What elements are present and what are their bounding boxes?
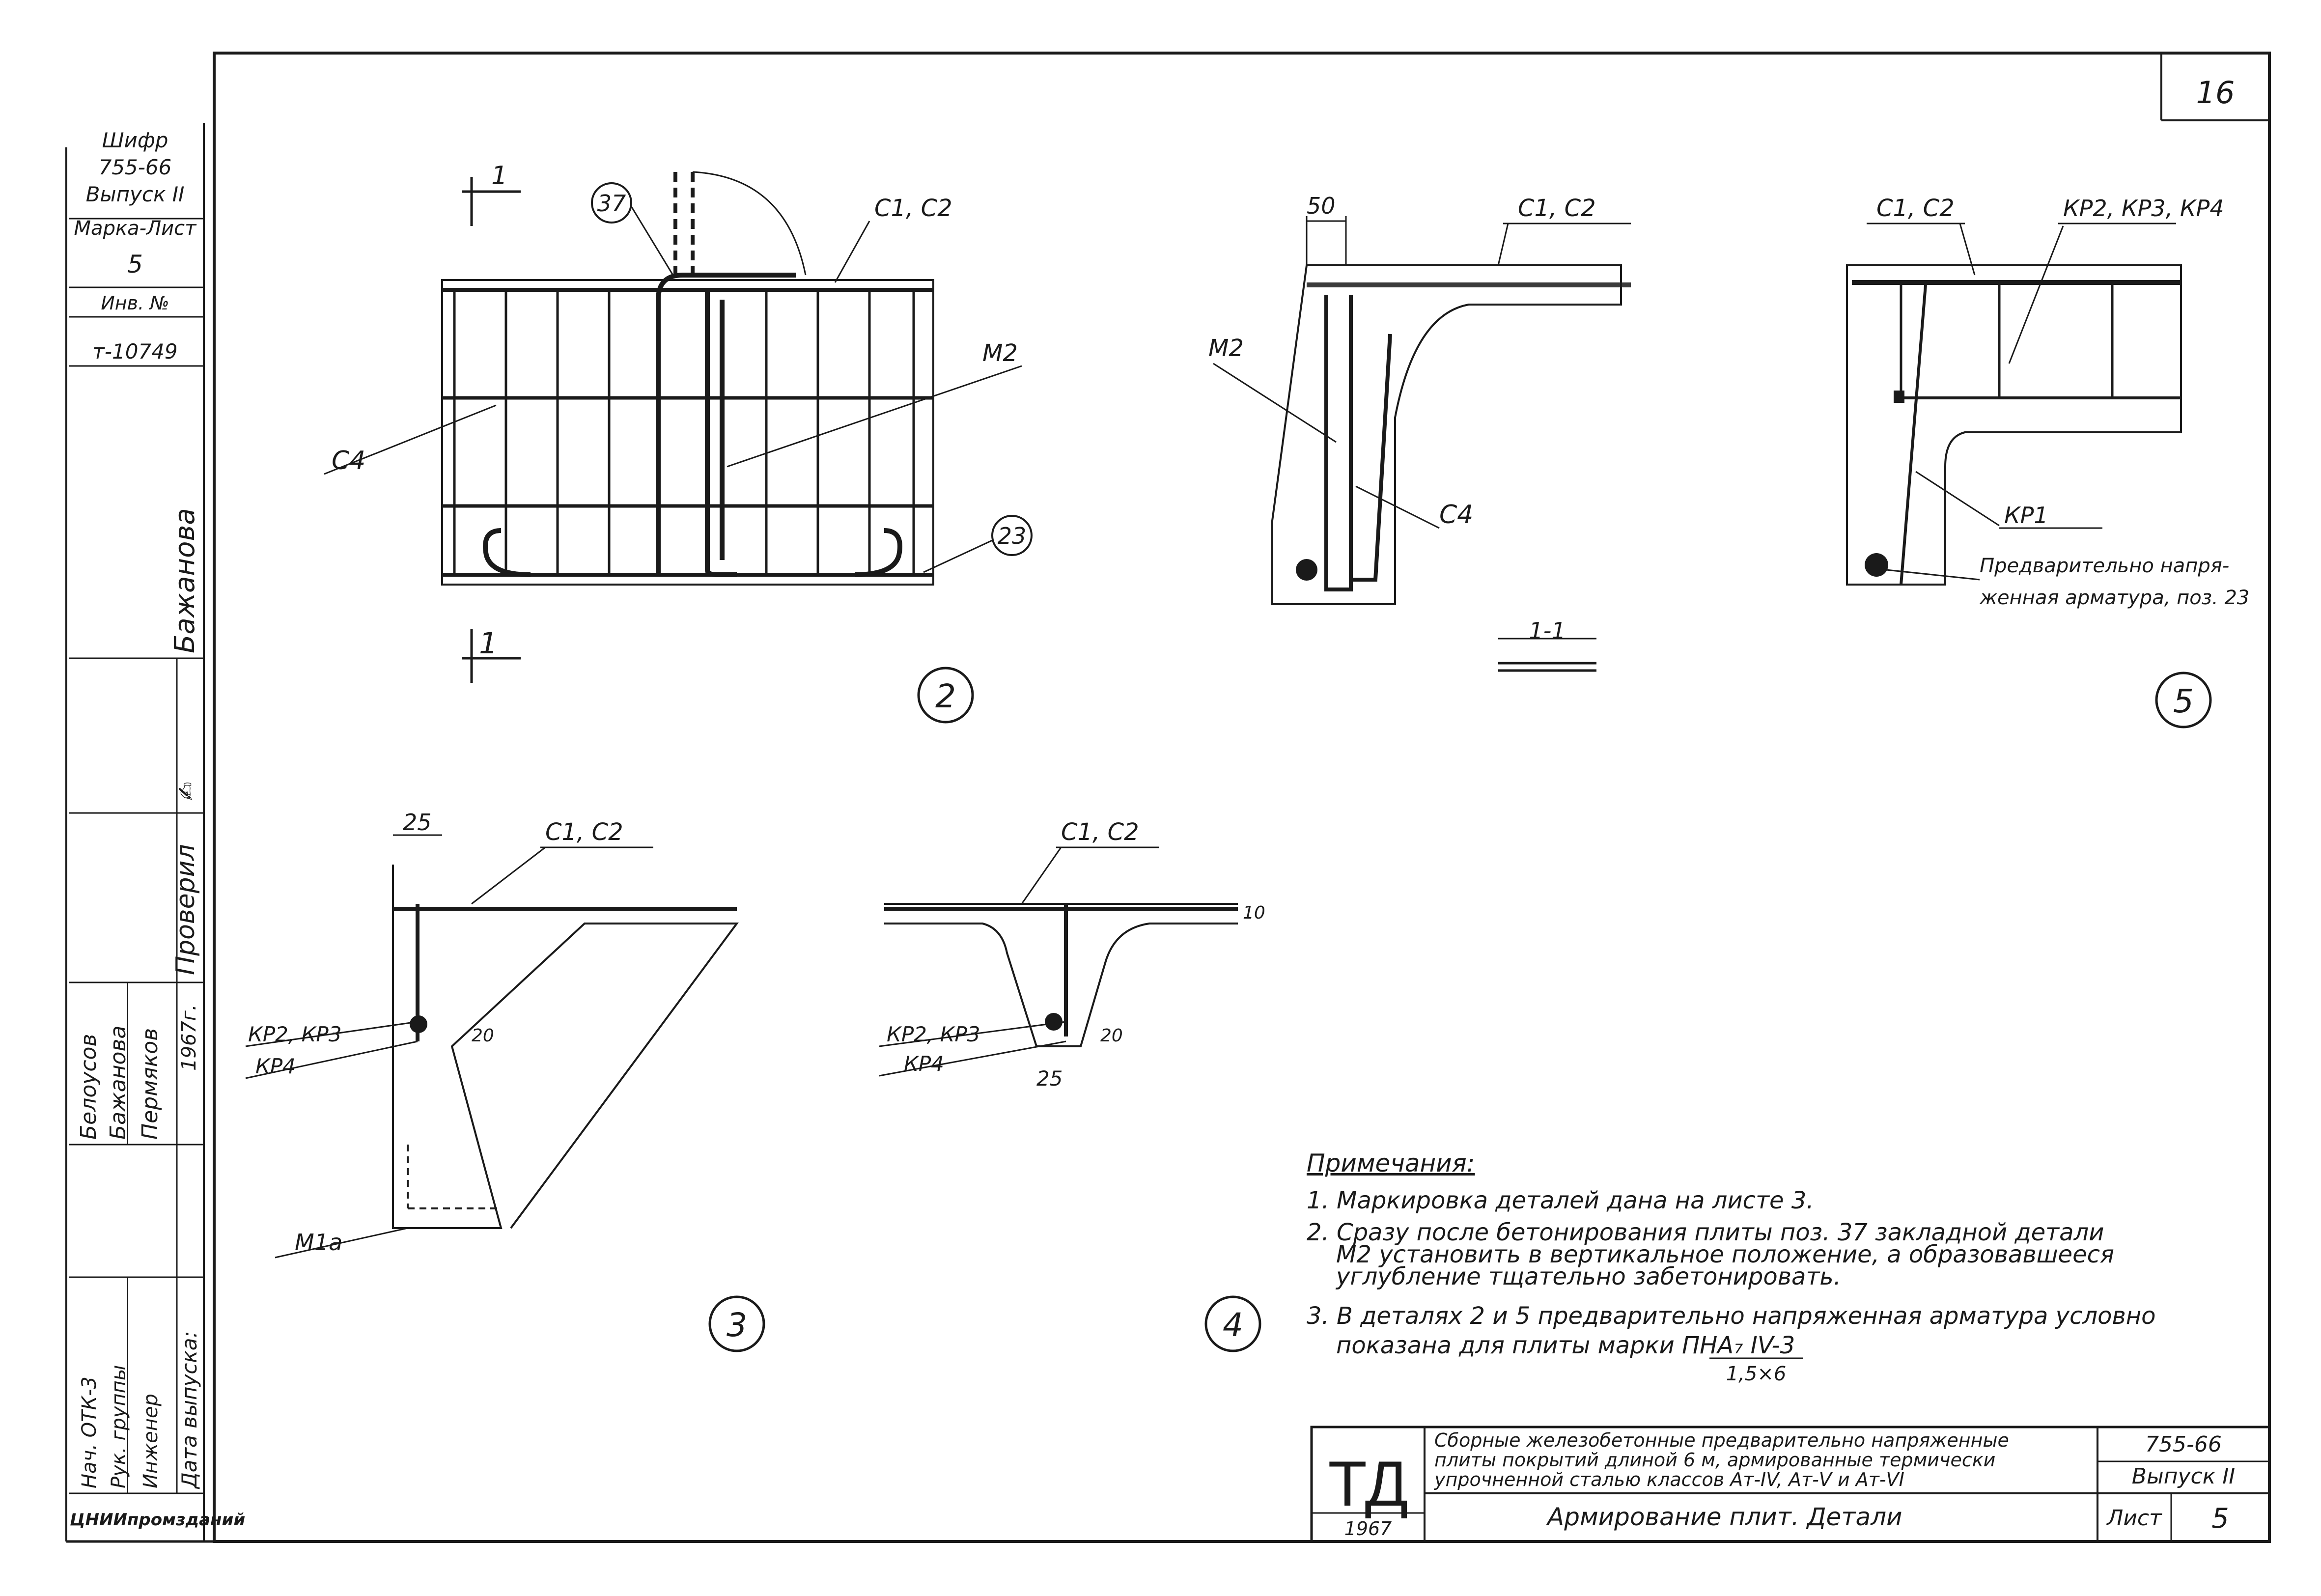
stamp-signature-name: Бажанова <box>169 508 201 653</box>
detail-2-label-c1c2: С1, С2 <box>874 195 952 222</box>
detail-3-dim-25: 25 <box>403 809 432 836</box>
section-1-1-title: 1-1 <box>1529 617 1566 644</box>
stamp-inv-label: Инв. № <box>101 292 169 314</box>
detail-4-dim-25: 25 <box>1036 1066 1063 1091</box>
notes-item-2b: М2 установить в вертикальное положение, … <box>1336 1241 2114 1268</box>
section-1-1-tendon <box>1296 559 1317 581</box>
title-block-issue: Выпуск II <box>2132 1464 2235 1489</box>
detail-4-dim-20: 20 <box>1100 1026 1123 1046</box>
stamp-role-2: Рук. группы <box>108 1365 130 1488</box>
notes: Примечания: 1. Маркировка деталей дана н… <box>1307 1149 2156 1385</box>
detail-4-label-c1c2: С1, С2 <box>1061 818 1139 846</box>
detail-5-tendon <box>1865 553 1888 577</box>
stamp-series: 755-66 <box>99 155 172 179</box>
notes-item-3b: показана для плиты марки ПНА₇ IV-3 <box>1336 1332 1795 1359</box>
detail-3: 25 С1, С2 КР2, КР3 КР4 20 М1а 3 <box>245 809 765 1352</box>
detail-4-label-kp23: КР2, КР3 <box>887 1022 980 1046</box>
sheet-frame <box>66 52 2271 1543</box>
detail-2-label-c4: С4 <box>332 446 365 476</box>
notes-item-2c: углубление тщательно забетонировать. <box>1335 1263 1841 1290</box>
detail-4-number: 4 <box>1223 1306 1243 1344</box>
side-stamp: Шифр 755-66 Выпуск II Марка-Лист 5 Инв. … <box>65 123 245 1541</box>
detail-2-section-mark-top: 1 <box>491 161 507 191</box>
callout-37-circle <box>591 182 632 224</box>
callout-23-circle <box>991 515 1033 556</box>
section-1-1-label-m2: М2 <box>1208 335 1244 362</box>
section-1-1: 50 С1, С2 М2 С4 1-1 <box>1208 193 1631 672</box>
stamp-name-1: Белоусов <box>76 1034 101 1140</box>
notes-item-2a: 2. Сразу после бетонирования плиты поз. … <box>1307 1219 2104 1246</box>
sheet-number: 16 <box>2196 75 2235 111</box>
stamp-inv-value: т-10749 <box>92 339 177 364</box>
detail-3-number-circle <box>708 1295 765 1352</box>
title-block-desc-1: Сборные железобетонные предварительно на… <box>1434 1429 2009 1451</box>
notes-item-3c: 1,5×6 <box>1726 1363 1787 1385</box>
detail-3-dim-20: 20 <box>472 1026 494 1046</box>
detail-2-label-m2: М2 <box>982 339 1018 367</box>
detail-2-number-circle <box>917 667 974 724</box>
detail-2: 1 1 37 23 С1, С2 М2 С4 2 <box>324 161 1033 724</box>
section-1-1-label-c4: С4 <box>1439 500 1473 530</box>
detail-5-number-circle <box>2155 672 2212 728</box>
stamp-release-date-label: Дата выпуска: <box>177 1331 201 1489</box>
detail-5-label-prestress-2: женная арматура, поз. 23 <box>1979 587 2249 609</box>
detail-4-dim-10: 10 <box>1243 903 1265 923</box>
notes-item-1: 1. Маркировка деталей дана на листе 3. <box>1307 1187 1814 1214</box>
stamp-role-1: Нач. ОТК-3 <box>78 1376 101 1488</box>
detail-5-label-c1c2: С1, С2 <box>1876 195 1955 222</box>
detail-4-label-kp4: КР4 <box>904 1052 944 1076</box>
title-block-desc-3: упрочненной сталью классов Ат-IV, Ат-V и… <box>1434 1469 1904 1490</box>
detail-5: С1, С2 КР2, КР3, КР4 КР1 Предварительно … <box>1846 195 2249 728</box>
callout-23: 23 <box>998 523 1027 549</box>
title-block-series: 755-66 <box>2145 1432 2222 1457</box>
stamp-signature-scribble: ✍ <box>173 782 199 801</box>
detail-5-label-prestress-1: Предварительно напря- <box>1980 555 2229 577</box>
detail-5-label-kp: КР2, КР3, КР4 <box>2063 195 2224 222</box>
stamp-checked-label: Проверил <box>171 844 200 975</box>
detail-4: С1, С2 10 КР2, КР3 КР4 20 25 4 <box>879 818 1265 1352</box>
stamp-mark-sheet-label: Марка-Лист <box>74 217 197 240</box>
title-block-desc-2: плиты покрытий длиной 6 м, армированные … <box>1434 1449 1995 1471</box>
sheet-number-box: 16 <box>2160 53 2269 121</box>
section-1-1-label-c1c2: С1, С2 <box>1518 195 1596 222</box>
title-block-sheet-value: 5 <box>2211 1503 2229 1535</box>
stamp-name-2: Бажанова <box>106 1026 131 1140</box>
title-block-logo: ТД <box>1328 1448 1408 1519</box>
stamp-year: 1967г. <box>178 1004 200 1071</box>
detail-5-number: 5 <box>2173 682 2194 720</box>
detail-4-number-circle <box>1204 1295 1261 1352</box>
title-block-sheet-label: Лист <box>2106 1506 2162 1531</box>
stamp-name-3: Пермяков <box>138 1028 163 1140</box>
stamp-mark-sheet-value: 5 <box>127 250 143 279</box>
stamp-issue: Выпуск II <box>86 182 185 206</box>
detail-2-section-mark-bottom: 1 <box>479 626 498 661</box>
title-block-logo-year: 1967 <box>1344 1518 1392 1540</box>
section-1-1-dim-50: 50 <box>1307 193 1336 219</box>
callout-37: 37 <box>597 190 626 217</box>
stamp-org: ЦНИИпромзданий <box>70 1510 245 1530</box>
detail-5-label-kp1: КР1 <box>2004 502 2048 529</box>
title-block: ТД 1967 Сборные железобетонные предварит… <box>1310 1426 2271 1543</box>
detail-3-number: 3 <box>727 1306 747 1344</box>
notes-item-3a: 3. В деталях 2 и 5 предварительно напряж… <box>1307 1302 2156 1330</box>
notes-title: Примечания: <box>1307 1149 1475 1177</box>
detail-2-number: 2 <box>935 677 956 715</box>
detail-3-label-c1c2: С1, С2 <box>545 818 623 846</box>
stamp-cipher-label: Шифр <box>102 128 168 152</box>
stamp-role-3: Инженер <box>140 1394 162 1488</box>
title-block-drawing-title: Армирование плит. Детали <box>1546 1503 1902 1531</box>
